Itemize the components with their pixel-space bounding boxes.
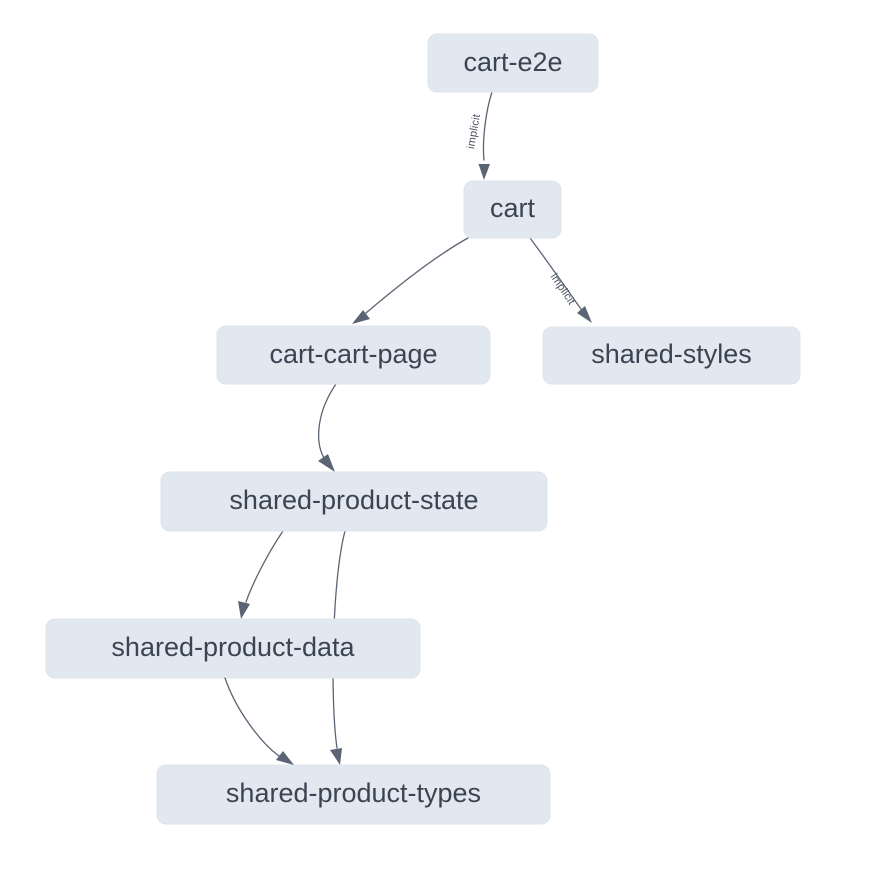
edge-shared-product-state-to-shared-product-data[interactable] [238,530,284,619]
edge-label-implicit-cart-shared-styles: implicit [548,271,578,307]
edge-path [245,530,284,603]
node-box [156,764,551,825]
edge-path [318,383,337,459]
node-label: cart-e2e [463,47,562,77]
edge-path [365,237,469,314]
node-box [216,325,491,385]
node-box [45,618,421,679]
edge-cart-cart-page-to-shared-product-state[interactable] [318,383,337,472]
node-label: shared-product-state [229,485,478,515]
edge-layer-front [224,677,294,765]
arrowhead-icon [276,751,294,765]
arrowhead-icon [352,310,370,324]
edge-cart-e2e-to-cart[interactable] [478,91,493,180]
arrowhead-icon [330,748,342,765]
node-box [542,326,801,385]
node-box [463,180,562,239]
node-cart-e2e[interactable]: cart-e2e [427,33,599,93]
node-cart[interactable]: cart [463,180,562,239]
node-layer: cart-e2e cart cart-cart-page shared-styl… [45,33,801,825]
edge-cart-to-cart-cart-page[interactable] [352,237,469,324]
node-label: shared-product-data [111,632,355,662]
node-label: cart [490,193,536,223]
edge-path [529,237,582,310]
node-shared-styles[interactable]: shared-styles [542,326,801,385]
edge-shared-product-data-to-shared-product-types[interactable] [224,677,294,765]
edge-cart-to-shared-styles[interactable] [529,237,592,323]
arrowhead-icon [478,164,490,180]
node-cart-cart-page[interactable]: cart-cart-page [216,325,491,385]
node-shared-product-data[interactable]: shared-product-data [45,618,421,679]
edge-path [482,91,493,161]
node-shared-product-state[interactable]: shared-product-state [160,471,548,532]
arrowhead-icon [318,454,335,472]
node-label: cart-cart-page [269,339,437,369]
node-shared-product-types[interactable]: shared-product-types [156,764,551,825]
node-label: shared-product-types [226,778,481,808]
edge-label-implicit-cart-e2e-cart: implicit [465,113,483,150]
arrowhead-icon [577,306,592,323]
arrowhead-icon [238,601,250,619]
node-box [427,33,599,93]
node-box [160,471,548,532]
node-label: shared-styles [591,339,752,369]
edge-path [224,677,280,757]
